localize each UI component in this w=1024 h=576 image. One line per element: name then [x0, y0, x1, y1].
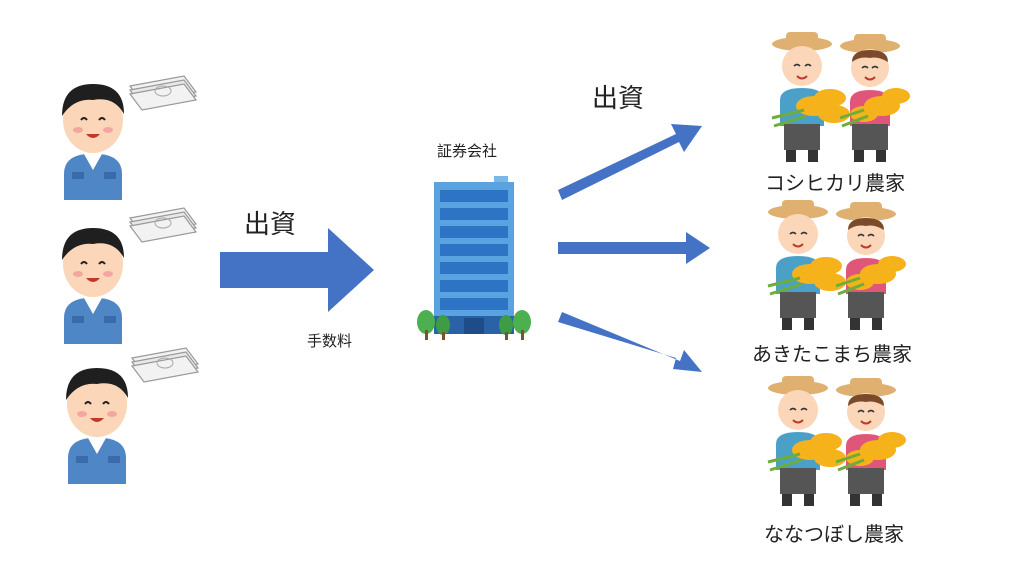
investor-2	[62, 207, 198, 344]
rice-icon	[792, 432, 906, 467]
investor-3	[66, 347, 200, 484]
money-stack-icon	[128, 207, 198, 243]
arrow-to-farm-2	[558, 232, 710, 264]
farm-label-3: ななつぼし農家	[764, 522, 904, 546]
investor-1	[62, 75, 198, 200]
farmers-group-2	[767, 200, 906, 330]
farmers-group-1	[771, 32, 910, 162]
arrow-to-farm-1	[558, 124, 702, 200]
company-label: 証券会社	[437, 142, 498, 160]
building-icon	[417, 176, 531, 340]
money-stack-icon	[128, 75, 198, 111]
farm-label-2: あきたこまち農家	[752, 342, 912, 366]
investment-arrows-right	[558, 124, 710, 372]
investment-arrow-left	[220, 228, 374, 312]
investment-label-right: 出資	[592, 84, 645, 114]
investment-label-left: 出資	[244, 210, 297, 240]
farm-label-1: コシヒカリ農家	[765, 171, 905, 195]
farmers-group-3	[767, 376, 906, 506]
fee-label: 手数料	[307, 332, 353, 350]
money-stack-icon	[130, 347, 200, 383]
arrow-to-farm-3	[558, 312, 702, 372]
rice-icon	[792, 256, 906, 291]
